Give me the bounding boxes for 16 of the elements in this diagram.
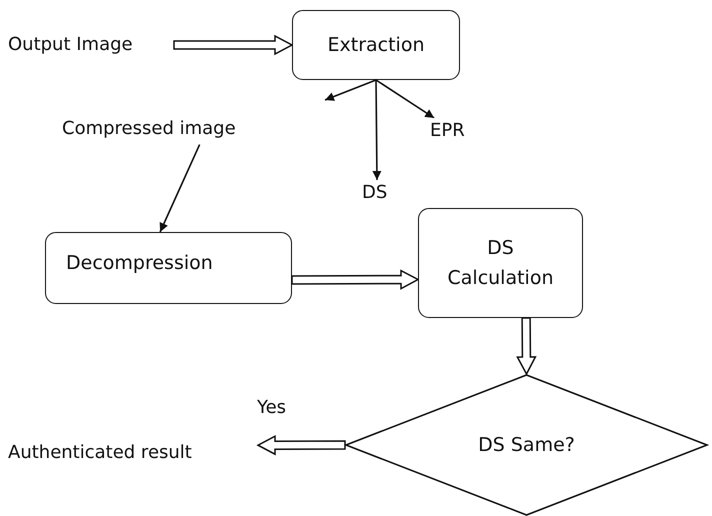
node-text: DS Same? <box>478 433 575 458</box>
arrow <box>324 79 376 101</box>
node-text: Extraction <box>328 33 424 58</box>
node-text: Decompression <box>66 251 213 276</box>
hollow-arrow <box>256 434 346 456</box>
arrow <box>376 79 435 119</box>
hollow-arrow <box>291 269 420 290</box>
process-box <box>292 10 460 80</box>
arrow <box>159 144 200 232</box>
hollow-arrow <box>516 317 537 376</box>
node-text: DS Calculation <box>446 236 554 291</box>
hollow-arrow <box>173 34 294 56</box>
process-box <box>418 208 583 318</box>
decision-diamond <box>345 374 708 516</box>
process-box <box>45 232 292 304</box>
arrow <box>372 80 382 180</box>
